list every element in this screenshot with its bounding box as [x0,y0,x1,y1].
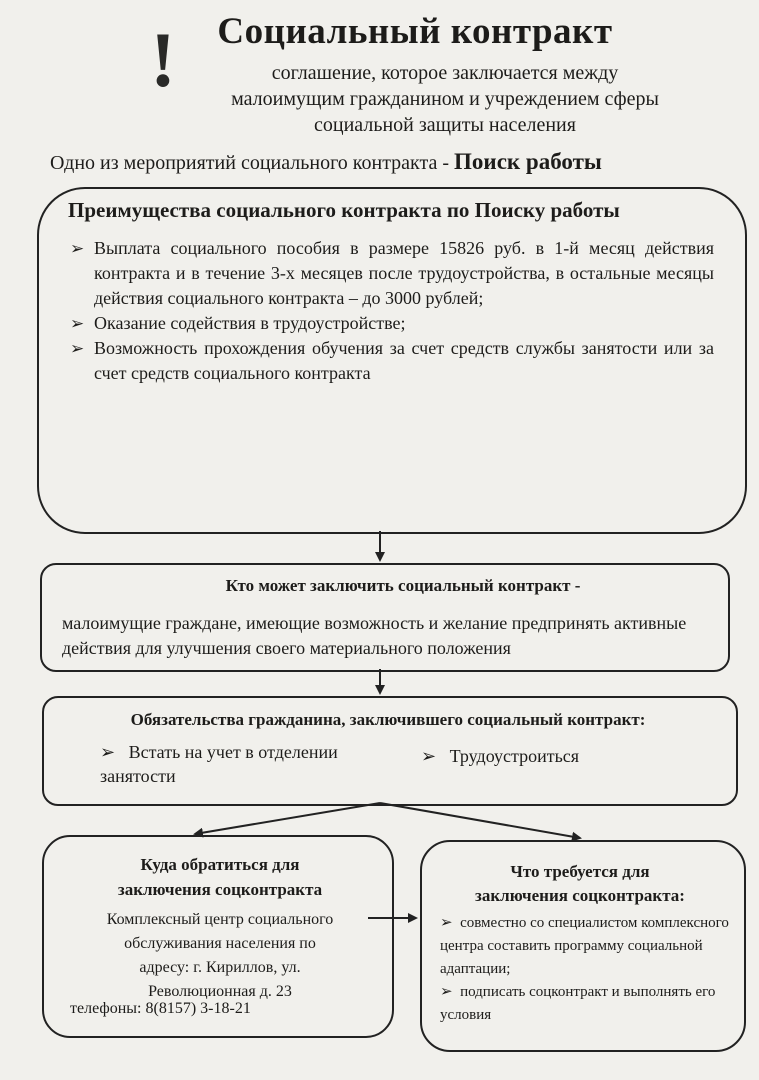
list-item: ➢ совместно со специалистом комплексного… [440,912,740,981]
page-subtitle: соглашение, которое заключается между ма… [195,60,695,138]
obligation-text: Встать на учет в отделении занятости [100,742,338,786]
arrow-bullet-icon: ➢ [440,915,453,931]
arrow-bullet-icon: ➢ [70,239,85,258]
arrow-bullet-icon: ➢ [100,742,116,762]
intro-line: Одно из мероприятий социального контракт… [50,149,602,175]
obligation-text: Трудоустроиться [449,746,580,766]
page-title: Социальный контракт [217,11,613,52]
intro-prefix: Одно из мероприятий социального контракт… [50,152,455,174]
advantages-title: Преимущества социального контракта по По… [68,198,620,222]
requirements-list: ➢ совместно со специалистом комплексного… [440,912,740,1027]
obligations-title: Обязательства гражданина, заключившего с… [130,710,646,729]
address-line: обслуживания населения по [124,935,316,952]
address-line: адресу: г. Кириллов, ул. [139,959,301,976]
arrow-bullet-icon: ➢ [421,746,437,766]
arrow-left [193,802,381,838]
requirements-box [420,840,746,1052]
phone-number: телефоны: 8(8157) 3-18-21 [70,1000,251,1017]
subtitle-line: соглашение, которое заключается между [271,62,619,84]
where-box [42,835,394,1038]
requirements-title-line: Что требуется для [510,862,650,881]
advantages-box [37,187,747,534]
exclamation-icon: ! [150,16,176,103]
requirements-title-line: заключения соцконтракта: [475,886,685,905]
where-title-line: заключения соцконтракта [117,880,323,899]
list-item-text: Возможность прохождения обучения за счет… [94,338,714,383]
intro-activity: Поиск работы [454,149,602,174]
requirements-title: Что требуется для заключения соцконтракт… [430,860,730,908]
where-title-line: Куда обратиться для [140,855,300,874]
list-item: ➢ Возможность прохождения обучения за сче… [70,336,714,386]
obligation-item: ➢ Трудоустроиться [421,744,681,768]
list-item: ➢ подписать соцконтракт и выполнять его … [440,981,740,1027]
list-item: ➢ Оказание содействия в трудоустройстве; [70,311,714,336]
who-text: малоимущие граждане, имеющие возможность… [62,613,687,658]
where-title: Куда обратиться для заключения соцконтра… [60,852,380,902]
who-title: Кто может заключить социальный контракт … [225,576,581,595]
address-line: Революционная д. 23 [148,983,292,1000]
address-line: Комплексный центр социального [106,911,334,928]
where-address: Комплексный центр социального обслуживан… [55,908,385,1004]
arrow-bullet-icon: ➢ [70,339,85,358]
arrow-right [379,802,582,842]
arrow-bullet-icon: ➢ [440,984,453,1000]
list-item-text: Выплата социального пособия в размере 15… [94,238,714,308]
list-item-text: подписать соцконтракт и выполнять его ус… [440,984,716,1023]
who-box [40,563,730,672]
advantages-list: ➢ Выплата социального пособия в размере 1… [70,236,714,386]
subtitle-line: социальной защиты населения [314,114,576,136]
list-item-text: совместно со специалистом комплексного ц… [440,915,729,977]
subtitle-line: малоимущим гражданином и учреждением сфе… [231,88,659,110]
list-item-text: Оказание содействия в трудоустройстве; [94,313,406,333]
arrow-bullet-icon: ➢ [70,314,85,333]
obligation-item: ➢ Встать на учет в отделении занятости [100,740,400,788]
list-item: ➢ Выплата социального пособия в размере 1… [70,236,714,311]
